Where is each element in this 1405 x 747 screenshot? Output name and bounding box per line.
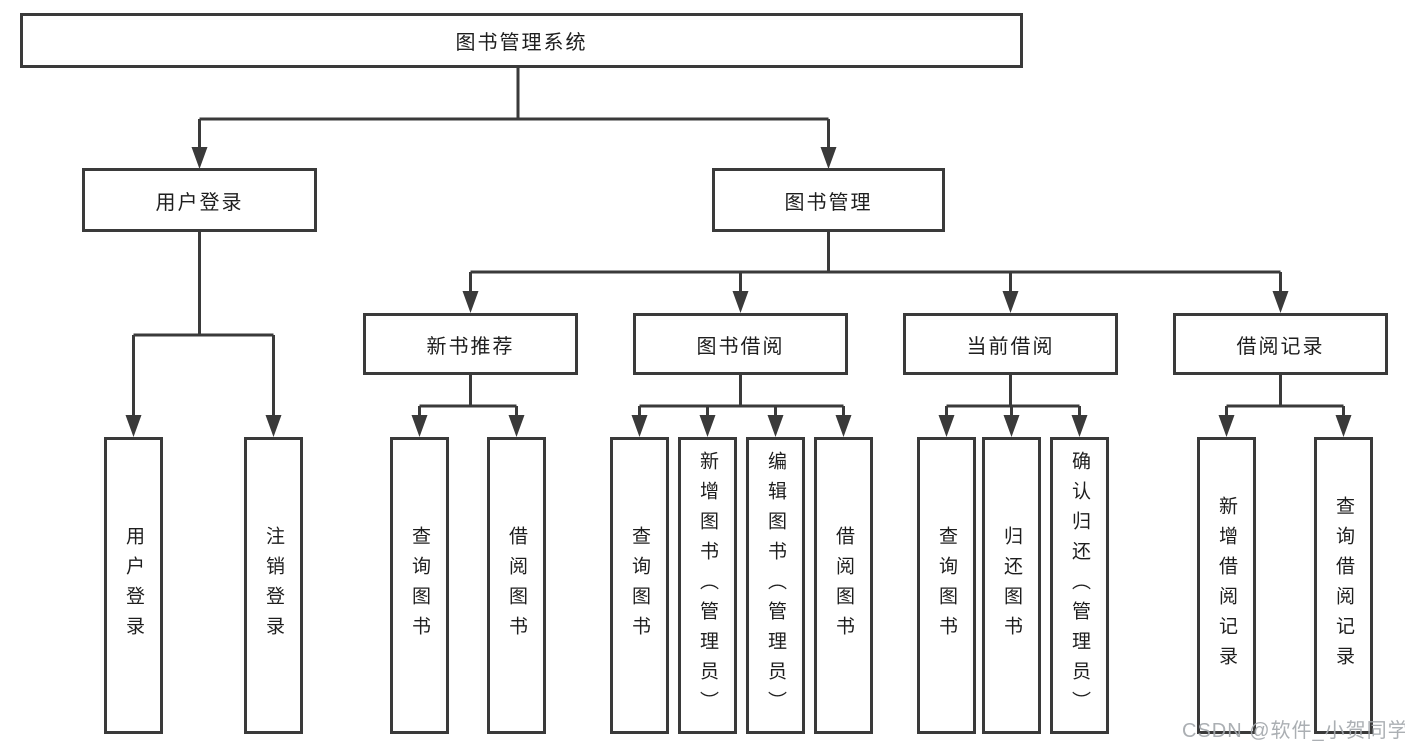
leaf-query-books-current: 查询图书: [917, 437, 976, 734]
leaf-logout: 注销登录: [244, 437, 303, 734]
node-current-borrowing-label: 当前借阅: [966, 335, 1055, 358]
leaf-query-books-recommend-label: 查询图书: [409, 525, 430, 646]
leaf-query-books-recommend: 查询图书: [390, 437, 449, 734]
leaf-borrow-books-borrowing-label: 借阅图书: [833, 525, 854, 646]
leaf-add-borrow-record-label: 新增借阅记录: [1216, 495, 1237, 676]
node-borrowing-records: 借阅记录: [1173, 313, 1388, 375]
node-book-management-label: 图书管理: [784, 191, 873, 214]
node-user-login-group-label: 用户登录: [155, 191, 244, 214]
leaf-edit-book-admin-label: 编辑图书（管理员）: [765, 450, 786, 721]
leaf-query-books-borrowing: 查询图书: [610, 437, 669, 734]
node-library-system: 图书管理系统: [20, 13, 1023, 68]
leaf-confirm-return-admin: 确认归还（管理员）: [1050, 437, 1109, 734]
node-library-system-label: 图书管理系统: [455, 32, 588, 54]
leaf-return-book-label: 归还图书: [1001, 525, 1022, 646]
csdn-watermark: CSDN @软件_小贺同学: [1182, 720, 1405, 742]
leaf-add-book-admin-label: 新增图书（管理员）: [697, 450, 718, 721]
node-current-borrowing: 当前借阅: [903, 313, 1118, 375]
node-new-book-recommend: 新书推荐: [363, 313, 578, 375]
node-borrowing-records-label: 借阅记录: [1236, 335, 1325, 358]
leaf-user-login-label: 用户登录: [123, 525, 144, 646]
leaf-confirm-return-admin-label: 确认归还（管理员）: [1069, 450, 1090, 721]
node-new-book-recommend-label: 新书推荐: [426, 335, 515, 358]
leaf-query-borrow-record: 查询借阅记录: [1314, 437, 1373, 734]
leaf-add-borrow-record: 新增借阅记录: [1197, 437, 1256, 734]
node-book-management: 图书管理: [712, 168, 945, 232]
leaf-user-login: 用户登录: [104, 437, 163, 734]
leaf-borrow-books-recommend-label: 借阅图书: [506, 525, 527, 646]
leaf-query-books-current-label: 查询图书: [936, 525, 957, 646]
leaf-logout-label: 注销登录: [263, 525, 284, 646]
leaf-query-books-borrowing-label: 查询图书: [629, 525, 650, 646]
leaf-return-book: 归还图书: [982, 437, 1041, 734]
node-book-borrowing: 图书借阅: [633, 313, 848, 375]
leaf-query-borrow-record-label: 查询借阅记录: [1333, 495, 1354, 676]
leaf-borrow-books-recommend: 借阅图书: [487, 437, 546, 734]
leaf-edit-book-admin: 编辑图书（管理员）: [746, 437, 805, 734]
node-user-login-group: 用户登录: [82, 168, 317, 232]
node-book-borrowing-label: 图书借阅: [696, 335, 785, 358]
leaf-borrow-books-borrowing: 借阅图书: [814, 437, 873, 734]
leaf-add-book-admin: 新增图书（管理员）: [678, 437, 737, 734]
